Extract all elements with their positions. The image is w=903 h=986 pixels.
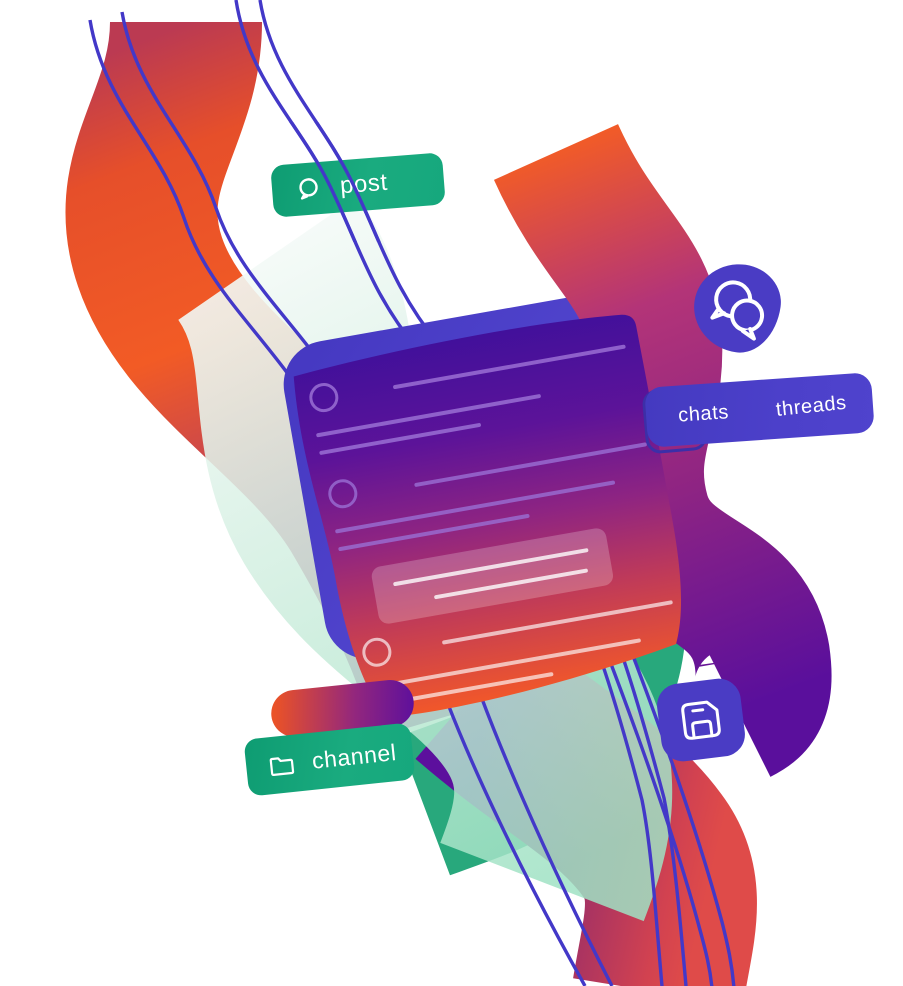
speech-bubble-icon [299, 178, 318, 200]
chat-card [293, 314, 682, 718]
card-highlighted-message [371, 528, 614, 624]
card-message-2 [328, 442, 647, 551]
floppy-disk-icon [681, 700, 721, 740]
card-message-1 [309, 344, 626, 455]
save-badge [654, 676, 748, 764]
tag-channel-label: channel [310, 739, 398, 774]
folder-icon [269, 756, 295, 776]
tag-post-label: post [338, 168, 389, 200]
chat-bubbles-icon [710, 280, 765, 341]
tag-channel[interactable]: channel [243, 722, 416, 797]
avatar-circle [362, 637, 392, 667]
chat-bubbles-badge [688, 258, 786, 358]
tag-chats-label: chats [677, 400, 730, 427]
avatar-circle [328, 479, 358, 509]
avatar-circle [309, 383, 339, 413]
tag-threads-label: threads [774, 391, 848, 421]
